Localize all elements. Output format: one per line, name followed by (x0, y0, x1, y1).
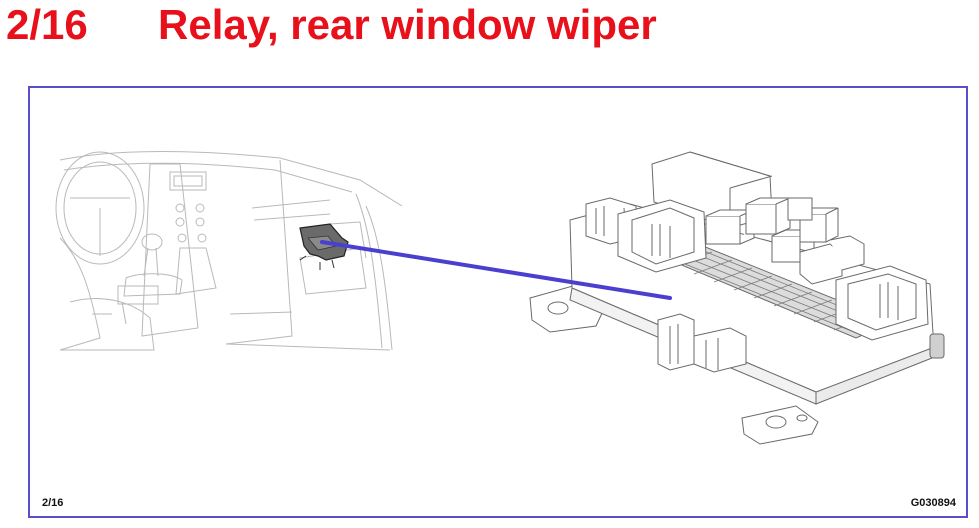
leader-line (320, 240, 672, 300)
page-reference: 2/16 (42, 497, 64, 509)
section-code: 2/16 (6, 1, 88, 48)
diagram-canvas (55, 151, 945, 445)
image-id: G030894 (910, 497, 956, 509)
page-title: Relay, rear window wiper (158, 1, 657, 48)
car-interior-illustration (55, 151, 403, 351)
page-heading: 2/16 Relay, rear window wiper (6, 0, 657, 52)
central-electronic-module-illustration (529, 151, 945, 445)
diagram-frame: 2/16 G030894 (28, 86, 968, 518)
